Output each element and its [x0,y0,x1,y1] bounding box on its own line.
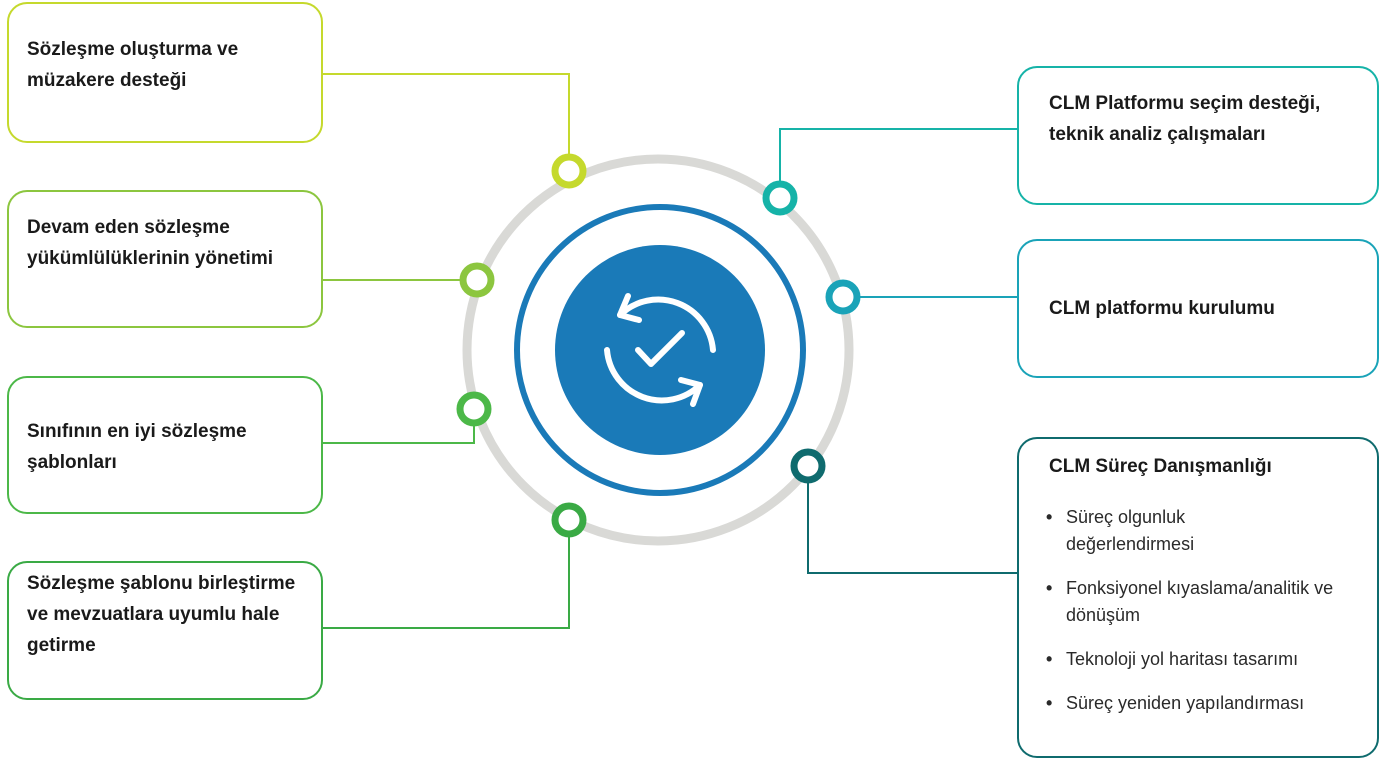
bullet-list: Süreç olgunluk değerlendirmesi Fonksiyon… [1046,504,1373,734]
service-box-template-merge: Sözleşme şablonu birleştirme ve mevzuatl… [7,561,323,700]
service-box-templates: Sınıfının en iyi sözleşme şablonları [7,376,323,514]
box-label: Devam eden sözleşme yükümlülüklerinin yö… [27,217,273,269]
box-label: Sözleşme oluşturma ve müzakere desteği [27,39,239,91]
bullet-item: Fonksiyonel kıyaslama/analitik ve dönüşü… [1046,575,1366,629]
service-box-platform-selection: CLM Platformu seçim desteği, teknik anal… [1017,66,1379,205]
center-disk [555,245,765,455]
box-title: CLM Süreç Danışmanlığı [1049,456,1272,477]
node-dot [790,448,826,484]
node-dot [456,391,492,427]
connector-line [323,409,475,444]
node-dot [551,502,587,538]
node-dot [551,153,587,189]
bullet-item: Süreç olgunluk değerlendirmesi [1046,504,1266,558]
node-dot [762,180,798,216]
node-dot [459,262,495,298]
service-box-obligations: Devam eden sözleşme yükümlülüklerinin yö… [7,190,323,328]
service-box-process-consulting: CLM Süreç Danışmanlığı Süreç olgunluk de… [1017,437,1379,758]
box-label: Sözleşme şablonu birleştirme ve mevzuatl… [27,573,296,656]
service-box-contract-creation: Sözleşme oluşturma ve müzakere desteği [7,2,323,143]
service-box-platform-setup: CLM platformu kurulumu [1017,239,1379,378]
node-dot [825,279,861,315]
sync-check-icon [604,293,716,407]
box-label: CLM Platformu seçim desteği, teknik anal… [1049,93,1321,145]
bullet-item: Teknoloji yol haritası tasarımı [1046,646,1373,673]
box-label: CLM platformu kurulumu [1049,298,1275,319]
bullet-item: Süreç yeniden yapılandırması [1046,690,1373,717]
connector-line [807,466,1017,574]
connector-line [323,520,570,629]
inner-ring [514,204,806,496]
box-label: Sınıfının en iyi sözleşme şablonları [27,421,247,473]
outer-ring [462,154,854,546]
connector-line [779,128,1017,198]
connector-line [323,73,570,171]
